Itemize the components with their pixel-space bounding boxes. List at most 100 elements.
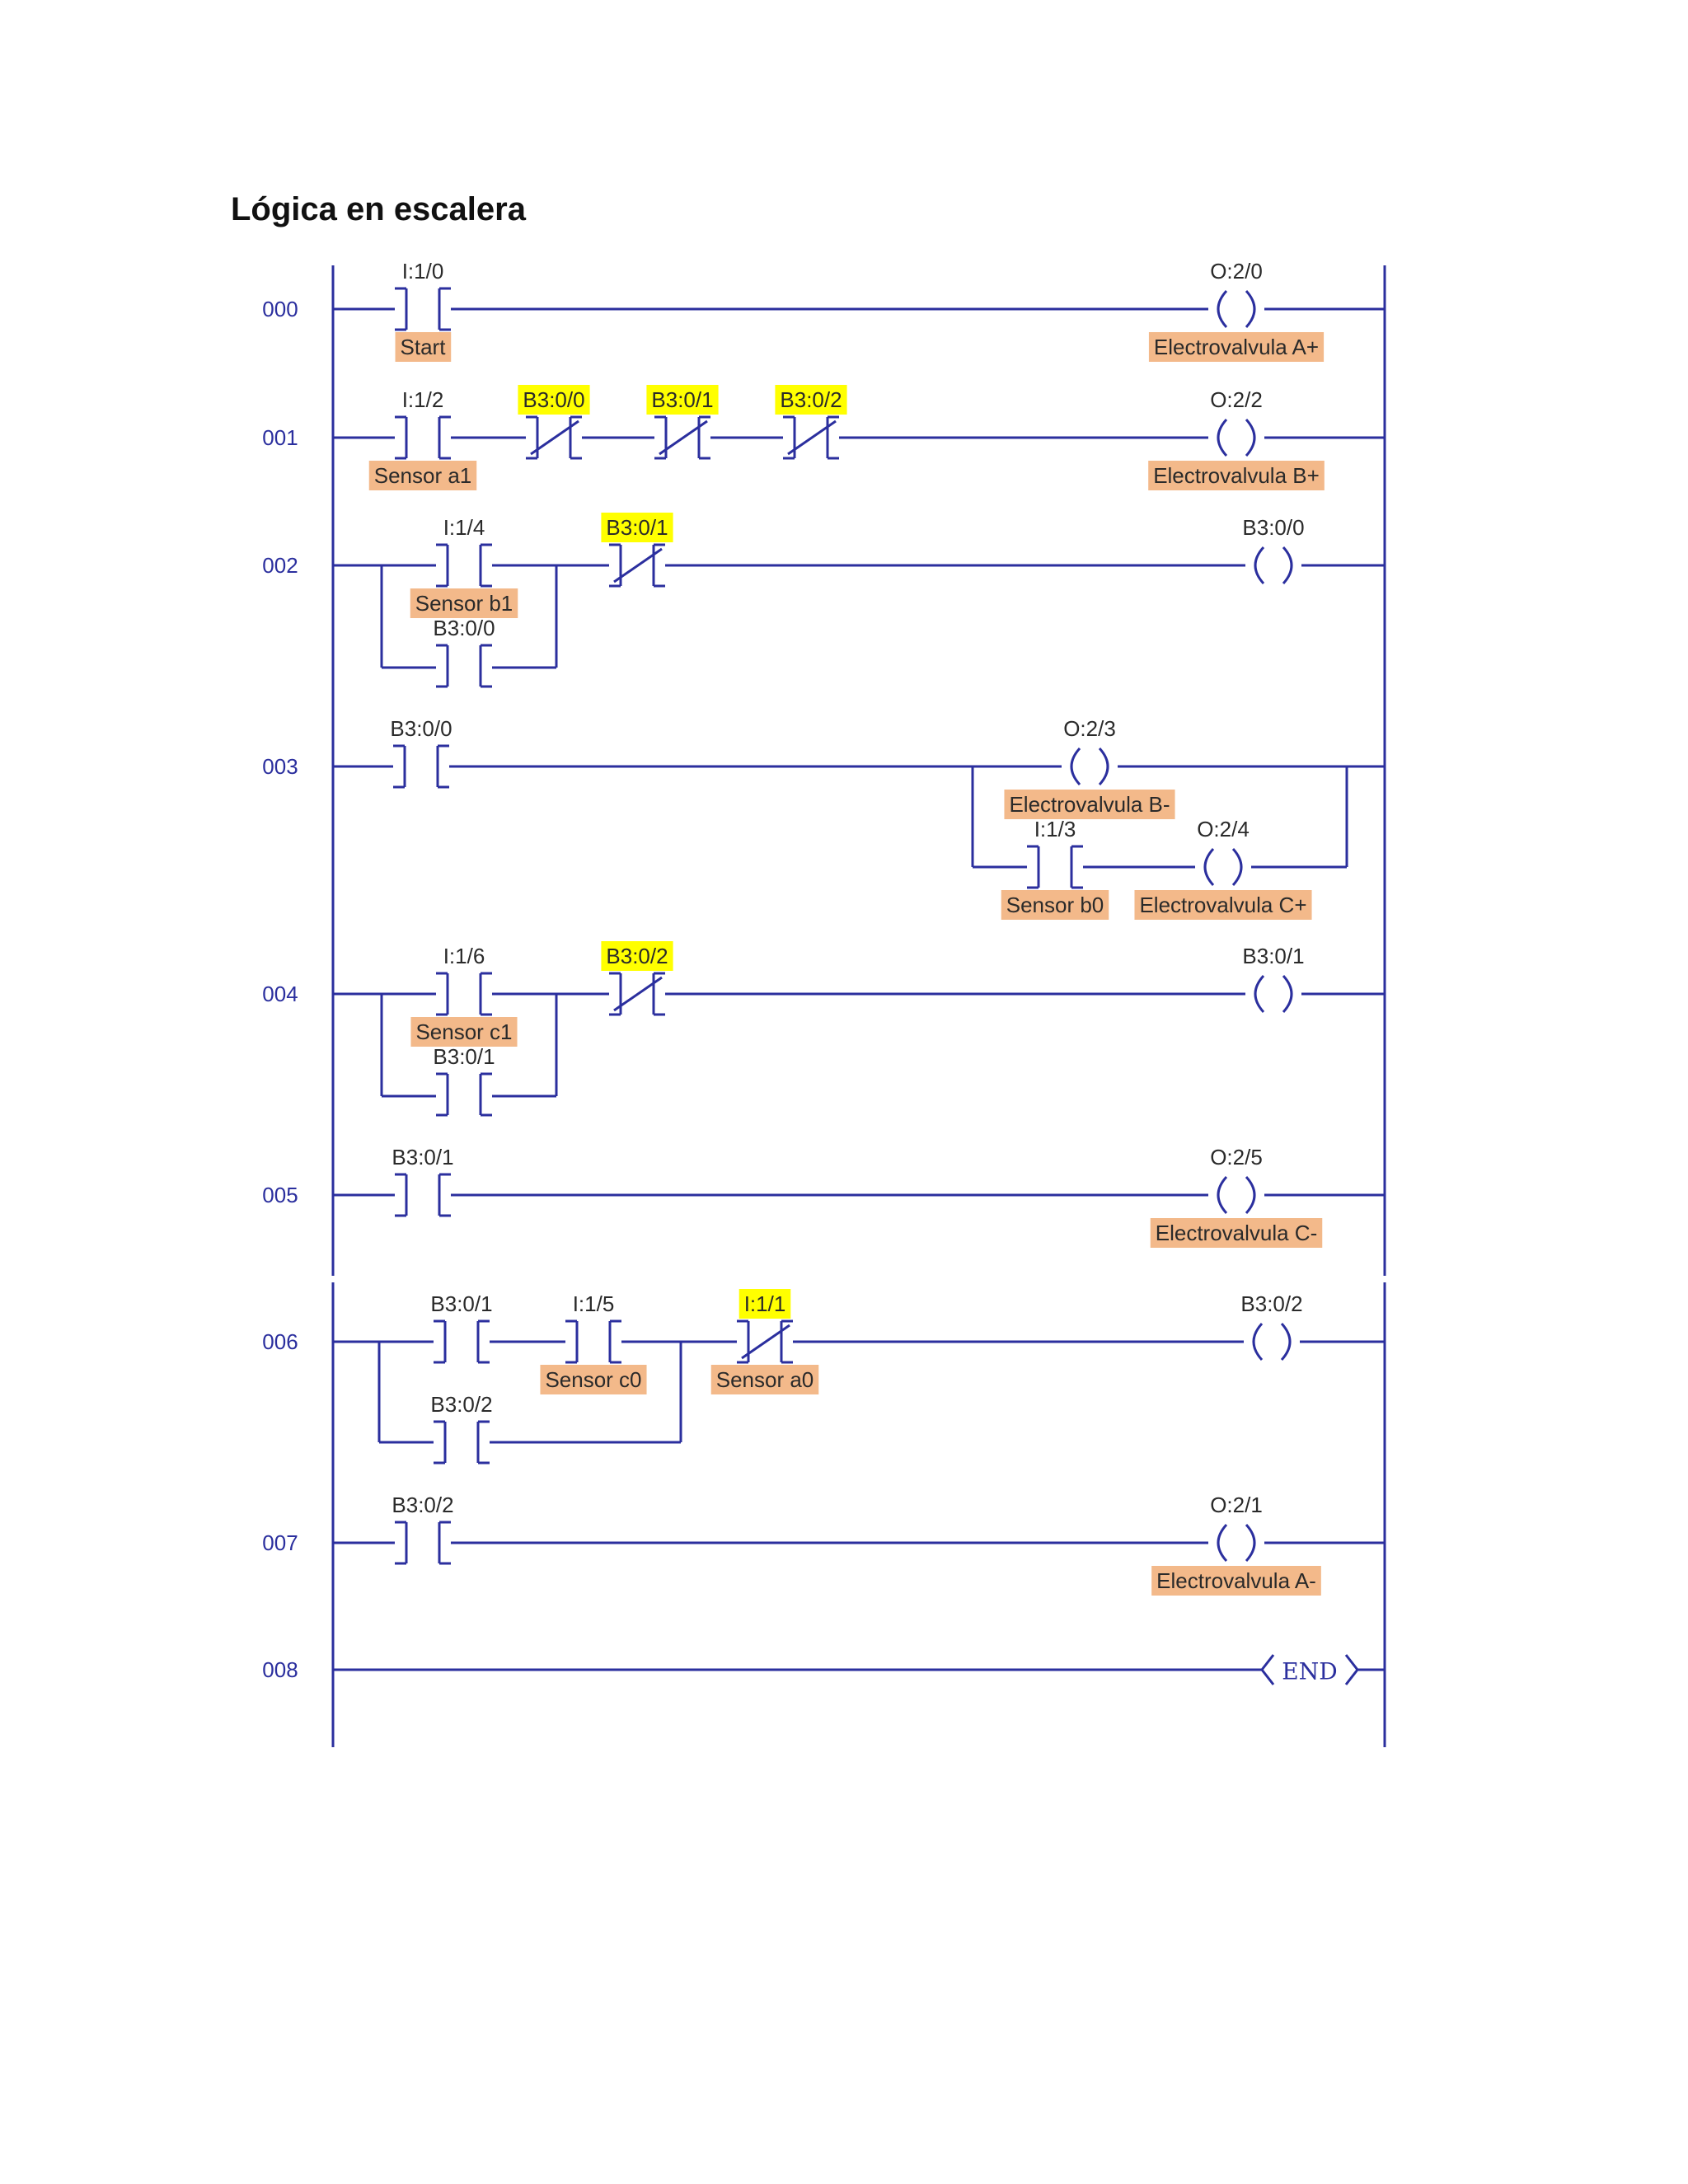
output-coil-gap bbox=[1208, 1520, 1264, 1566]
address-label-group: I:1/6 bbox=[443, 944, 485, 968]
output-coil-gap bbox=[1208, 286, 1264, 332]
address-label-group: B3:0/1 bbox=[646, 385, 719, 415]
address-label-group: B3:0/2 bbox=[1240, 1291, 1302, 1316]
description-label-group: Electrovalvula B- bbox=[1004, 790, 1175, 819]
address-label-background bbox=[518, 385, 590, 415]
no-contact: B3:0/1 bbox=[430, 1291, 493, 1365]
rung-number: 004 bbox=[262, 982, 298, 1006]
power-rails bbox=[331, 265, 1386, 1747]
description-label-group: Sensor b0 bbox=[1001, 890, 1109, 920]
no-contact-gap bbox=[395, 1520, 451, 1566]
description-label: Sensor c1 bbox=[415, 1019, 512, 1044]
output-coil: B3:0/0 bbox=[1242, 515, 1305, 588]
address-label-group: O:2/1 bbox=[1210, 1493, 1263, 1517]
rung-number: 002 bbox=[262, 553, 298, 578]
address-label: B3:0/1 bbox=[1242, 944, 1304, 968]
output-coil-gap bbox=[1245, 542, 1301, 588]
address-label: B3:0/0 bbox=[433, 616, 495, 640]
description-label-group: Electrovalvula B+ bbox=[1148, 461, 1325, 490]
description-label-group: Sensor a0 bbox=[710, 1365, 819, 1394]
address-label-group: O:2/4 bbox=[1197, 817, 1250, 841]
output-coil-gap bbox=[1244, 1319, 1300, 1365]
description-label-group: Sensor a1 bbox=[368, 461, 477, 490]
description-label: Electrovalvula C- bbox=[1156, 1221, 1318, 1245]
address-label: B3:0/1 bbox=[651, 387, 713, 412]
address-label-background bbox=[738, 1289, 791, 1319]
address-label-group: I:1/5 bbox=[573, 1291, 615, 1316]
nc-contact: B3:0/1 bbox=[601, 513, 673, 588]
address-label: O:2/5 bbox=[1210, 1145, 1263, 1169]
rung-number: 007 bbox=[262, 1530, 298, 1555]
description-label: Sensor a1 bbox=[374, 463, 472, 488]
address-label: B3:0/2 bbox=[430, 1392, 492, 1417]
end-label: END bbox=[1282, 1658, 1337, 1685]
no-contact-gap bbox=[395, 286, 451, 332]
description-label: Start bbox=[401, 335, 447, 359]
address-label-background bbox=[601, 941, 673, 971]
address-label-group: B3:0/2 bbox=[601, 941, 673, 971]
address-label-group: I:1/1 bbox=[738, 1289, 791, 1319]
output-coil: B3:0/1 bbox=[1242, 944, 1305, 1017]
no-contact: B3:0/2 bbox=[430, 1392, 493, 1465]
description-label-group: Sensor c0 bbox=[540, 1365, 647, 1394]
address-label-group: B3:0/1 bbox=[430, 1291, 492, 1316]
address-label: B3:0/1 bbox=[606, 515, 668, 540]
description-label-group: Electrovalvula C+ bbox=[1134, 890, 1312, 920]
output-coil: B3:0/2 bbox=[1240, 1291, 1303, 1365]
address-label: B3:0/2 bbox=[606, 944, 668, 968]
no-contact-gap bbox=[436, 542, 492, 588]
output-coil-gap bbox=[1208, 1172, 1264, 1218]
description-label-group: Electrovalvula C- bbox=[1150, 1218, 1323, 1248]
description-label: Sensor b1 bbox=[415, 591, 513, 616]
address-label-group: B3:0/2 bbox=[775, 385, 847, 415]
no-contact-gap bbox=[436, 971, 492, 1017]
address-label-group: B3:0/1 bbox=[433, 1044, 495, 1069]
nc-contact: B3:0/2 bbox=[601, 941, 673, 1017]
rung-number: 000 bbox=[262, 297, 298, 321]
description-label-background bbox=[1150, 1218, 1323, 1248]
description-label-group: Sensor b1 bbox=[410, 588, 518, 618]
description-label-group: Electrovalvula A+ bbox=[1148, 332, 1325, 362]
address-label-background bbox=[646, 385, 719, 415]
output-coil-gap bbox=[1195, 844, 1251, 890]
address-label-group: B3:0/2 bbox=[430, 1392, 492, 1417]
address-label: B3:0/0 bbox=[523, 387, 584, 412]
address-label: O:2/1 bbox=[1210, 1493, 1263, 1517]
address-label: I:1/5 bbox=[573, 1291, 615, 1316]
rung-number: 001 bbox=[262, 425, 298, 450]
address-label: O:2/4 bbox=[1197, 817, 1250, 841]
description-label: Electrovalvula A+ bbox=[1154, 335, 1319, 359]
nc-contact: B3:0/0 bbox=[518, 385, 590, 461]
description-label-background bbox=[1148, 461, 1325, 490]
rung-number: 006 bbox=[262, 1329, 298, 1354]
address-label-group: B3:0/1 bbox=[392, 1145, 453, 1169]
no-contact-gap bbox=[436, 1071, 492, 1118]
description-label-background bbox=[1134, 890, 1312, 920]
page-title: Lógica en escalera bbox=[231, 191, 526, 227]
address-label-background bbox=[775, 385, 847, 415]
address-label: I:1/0 bbox=[402, 259, 444, 284]
description-label: Electrovalvula B+ bbox=[1153, 463, 1320, 488]
address-label-group: B3:0/0 bbox=[1242, 515, 1304, 540]
description-label-background bbox=[410, 588, 518, 618]
no-contact-gap bbox=[565, 1319, 621, 1365]
address-label: O:2/2 bbox=[1210, 387, 1263, 412]
no-contact: B3:0/0 bbox=[390, 716, 452, 790]
description-label: Electrovalvula A- bbox=[1156, 1568, 1316, 1593]
address-label-group: O:2/0 bbox=[1210, 259, 1263, 284]
no-contact: B3:0/1 bbox=[392, 1145, 454, 1218]
no-contact-gap bbox=[434, 1419, 490, 1465]
description-label-background bbox=[1151, 1566, 1321, 1596]
address-label-group: O:2/2 bbox=[1210, 387, 1263, 412]
description-label-background bbox=[368, 461, 477, 490]
address-label: B3:0/1 bbox=[392, 1145, 453, 1169]
